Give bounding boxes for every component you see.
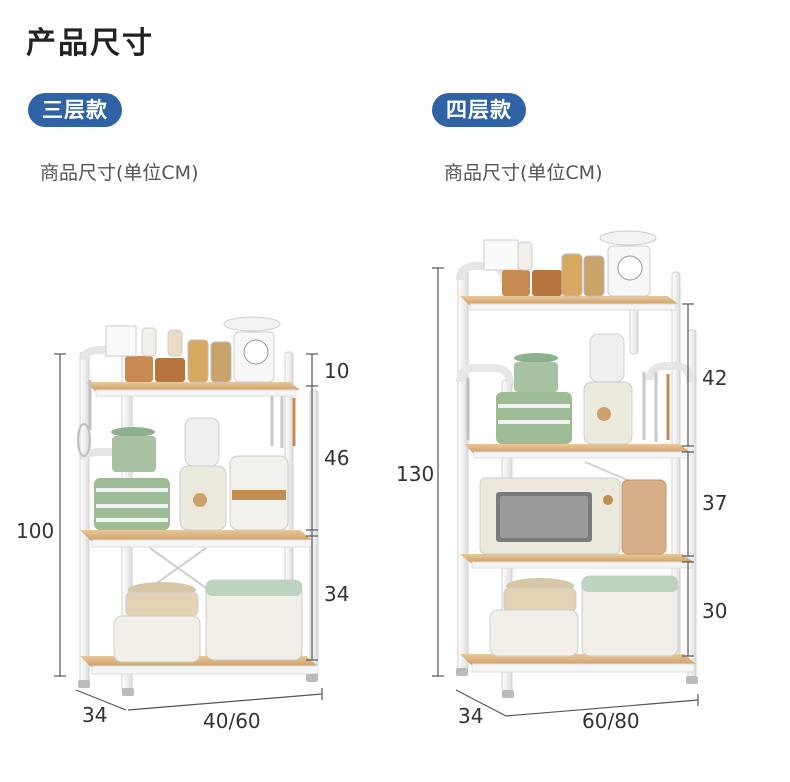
three-tier-total-height: 100 bbox=[16, 519, 55, 543]
size-unit-label-four-tier: 商品尺寸(单位CM) bbox=[444, 162, 603, 184]
variant-badge-four-tier[interactable]: 四层款 bbox=[432, 93, 526, 127]
three-tier-top-tier-height: 10 bbox=[324, 359, 350, 383]
four-tier-dimension-lines bbox=[432, 267, 699, 717]
page-title: 产品尺寸 bbox=[26, 26, 154, 61]
four-tier-middle-tier-height: 37 bbox=[702, 491, 728, 515]
four-tier-bottom-tier-height: 30 bbox=[702, 599, 728, 623]
four-tier-rack bbox=[456, 230, 698, 698]
size-unit-label-three-tier: 商品尺寸(单位CM) bbox=[40, 162, 199, 184]
three-tier-middle-tier-height: 46 bbox=[324, 446, 350, 470]
three-tier-bottom-tier-height: 34 bbox=[324, 582, 350, 606]
three-tier-width: 40/60 bbox=[203, 709, 261, 733]
four-tier-total-height: 130 bbox=[396, 462, 435, 486]
four-tier-top-tier-height: 42 bbox=[702, 366, 728, 390]
four-tier-width: 60/80 bbox=[582, 709, 640, 733]
three-tier-depth: 34 bbox=[82, 703, 108, 727]
four-tier-depth: 34 bbox=[458, 704, 484, 728]
three-tier-dimension-lines bbox=[54, 353, 323, 711]
variant-badge-three-tier[interactable]: 三层款 bbox=[28, 93, 122, 127]
three-tier-rack bbox=[77, 316, 319, 696]
